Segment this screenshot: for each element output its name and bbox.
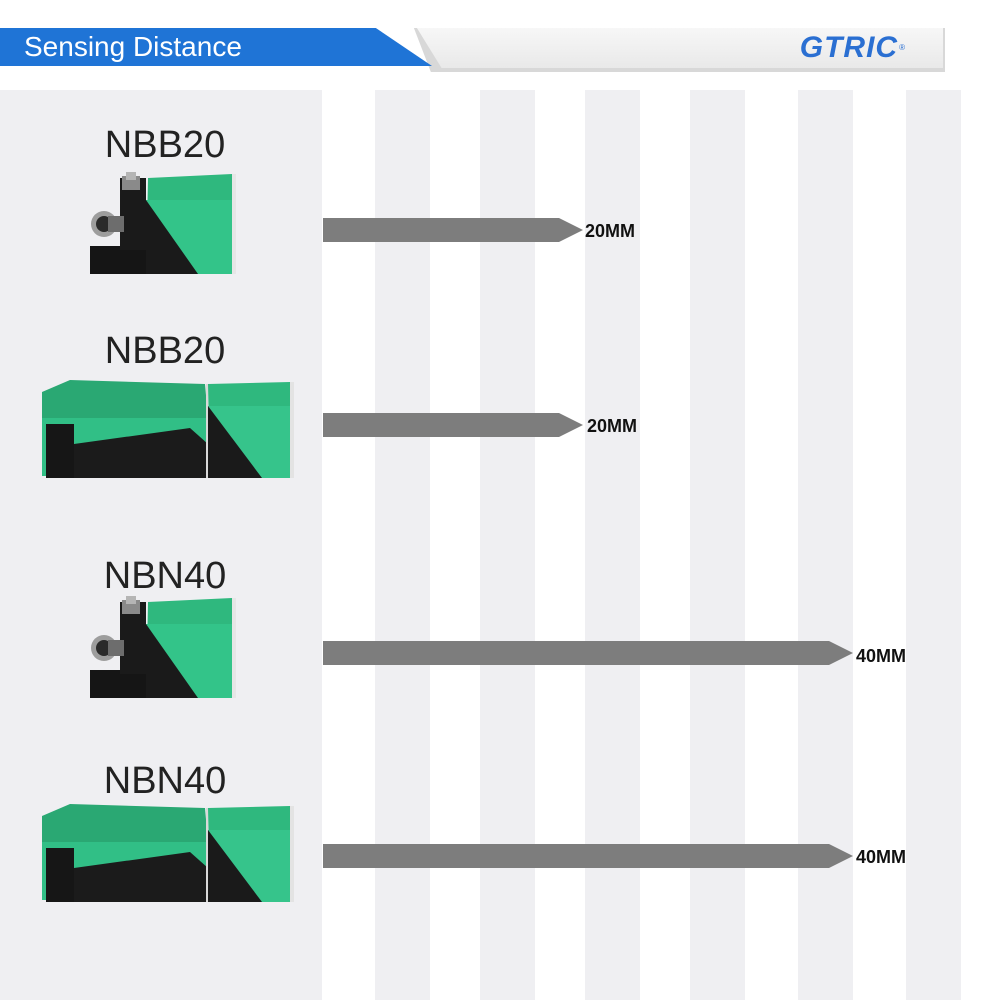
product-model: NBB20 [104,330,226,372]
distance-arrow [323,641,853,665]
title-banner [0,28,432,66]
sensor-compact-image [86,172,236,276]
brand-name: GTRIC [799,31,899,64]
brand-logo: GTRIC® [800,30,906,66]
distance-arrow [323,413,583,437]
scale-stripe [906,90,961,1000]
product-model: NBN40 [103,760,227,802]
distance-arrow [323,218,583,242]
page-title: Sensing Distance [24,31,242,62]
distance-label: 40MM [856,646,907,666]
sensor-terminal-image [40,378,294,482]
sensor-compact-image [86,596,236,700]
header-banner [416,28,943,68]
distance-label: 20MM [585,221,636,241]
product-model: NBN40 [103,555,227,597]
product-model: NBB20 [104,124,226,166]
registered-mark: ® [899,43,906,52]
distance-label: 20MM [587,416,638,436]
distance-arrow [323,844,853,868]
sensor-terminal-image [40,802,294,906]
distance-label: 40MM [856,847,907,867]
